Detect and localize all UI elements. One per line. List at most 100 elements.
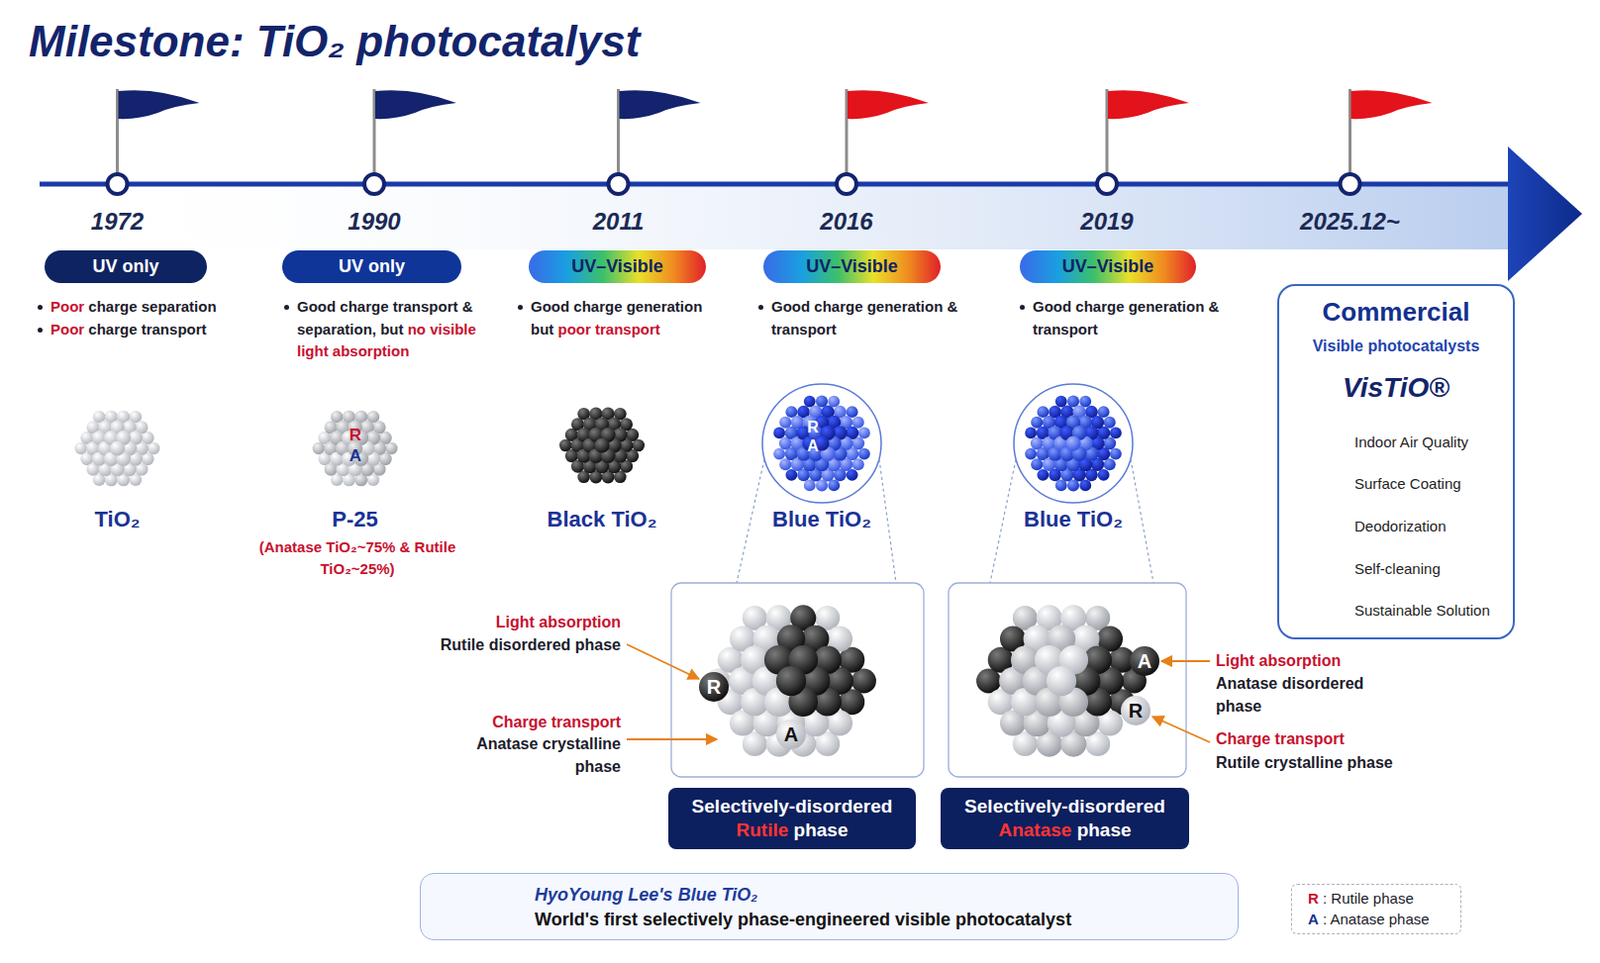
sphere-ball: [1129, 646, 1160, 677]
year-label: 2019: [1080, 207, 1133, 237]
phase-letter: R: [1128, 699, 1143, 723]
bullet-text: Good charge generation & transport: [1032, 296, 1231, 341]
sphere-ball: [1046, 666, 1077, 697]
node-label: UV–Visible: [805, 256, 899, 279]
milestone-flag: [619, 90, 701, 119]
sphere-ball: [1024, 448, 1037, 461]
text-run: Poor: [50, 320, 85, 338]
material-name: Blue TiO₂: [1023, 506, 1123, 533]
bullet-dot: [517, 304, 523, 310]
callout-text: Anatase crystalline phase: [437, 732, 621, 779]
bullet-dot: [37, 304, 43, 310]
phase-box: Selectively-disordered Anatase phase: [940, 788, 1190, 850]
sphere-ball: [1098, 469, 1110, 482]
text-run: charge transport: [84, 320, 206, 338]
panel-text: Visible photocatalysts: [1279, 336, 1513, 356]
sphere-ball: [594, 437, 609, 453]
text-run: phase: [788, 819, 848, 841]
sphere-ball: [803, 480, 816, 493]
bullet-text: Poor charge transport: [50, 318, 207, 342]
sphere-ball: [776, 666, 806, 697]
bullet-dot: [37, 327, 43, 333]
panel-text: Indoor Air Quality: [1354, 433, 1469, 452]
phase-letter: A: [806, 436, 819, 456]
text-run: poor transport: [558, 320, 661, 338]
sphere-ball: [109, 440, 125, 456]
text-run: Selectively-disordered: [692, 796, 894, 817]
year-label: 2016: [819, 207, 873, 237]
composition-note: (Anatase TiO₂~75% & Rutile TiO₂~25%): [258, 536, 457, 581]
callout-title: Light absorption: [496, 612, 621, 632]
text-run: Rutile: [736, 819, 790, 841]
year-label: 1990: [347, 207, 400, 237]
text-run: : Anatase phase: [1318, 910, 1430, 928]
sphere-ball: [1055, 396, 1068, 408]
bullet-text: Good charge transport & separation, but …: [297, 296, 486, 364]
leader-arrow: [1152, 716, 1210, 743]
timeline-dot: [836, 174, 857, 195]
sphere-ball: [1036, 469, 1049, 482]
milestone-flag: [118, 90, 200, 119]
sphere-ball: [827, 396, 840, 408]
callout-title: Charge transport: [492, 712, 621, 732]
callout-text: Rutile crystalline phase: [1215, 751, 1400, 775]
sphere-ball: [1079, 480, 1092, 493]
phase-letter: A: [349, 446, 362, 467]
zoom-line: [879, 459, 897, 584]
sphere-ball: [785, 469, 798, 482]
panel-text: Self-cleaning: [1354, 560, 1441, 579]
node-label: UV–Visible: [571, 256, 664, 279]
spectrum-pill: UV only: [282, 250, 462, 284]
zoom-ring: [762, 384, 882, 503]
phase-letter: R: [349, 425, 362, 446]
bullet-text: Good charge generation & transport: [771, 296, 970, 341]
timeline-arrowhead: [1507, 146, 1583, 282]
page-title: Milestone: TiO₂ photocatalyst: [28, 15, 640, 69]
sphere-ball: [858, 448, 871, 461]
sphere-ball: [858, 426, 871, 439]
milestone-flag: [847, 90, 929, 119]
bullet-text: Good charge generation but poor transpor…: [530, 296, 729, 341]
milestone-flag: [1107, 90, 1190, 119]
timeline-dot: [608, 174, 629, 195]
panel-text: VisTiO®: [1279, 371, 1513, 405]
spectrum-pill: UV–Visible: [763, 250, 941, 284]
zoom-line: [736, 459, 765, 584]
panel-heading: HyoYoung Lee's Blue TiO₂: [534, 885, 758, 907]
phase-letter: A: [784, 722, 799, 747]
year-label: 1972: [91, 207, 144, 237]
zoom-line: [1130, 459, 1154, 584]
sphere-ball: [1065, 435, 1081, 451]
leader-arrow: [1161, 660, 1210, 663]
legend-box: R : Rutile phaseA : Anatase phase: [1291, 884, 1462, 935]
text-run: A: [1307, 910, 1319, 928]
panel-text: Surface Coating: [1354, 475, 1462, 494]
text-run: Anatase: [998, 819, 1072, 841]
callout-title: Charge transport: [1215, 729, 1345, 749]
zoom-ring: [1013, 384, 1133, 503]
node-label: UV only: [92, 256, 159, 279]
sphere-ball: [1120, 696, 1151, 726]
sphere-ball: [1055, 480, 1068, 493]
bullet-dot: [1019, 304, 1025, 310]
phase-letter: R: [806, 417, 819, 437]
sphere-ball: [1079, 396, 1092, 408]
sphere-ball: [1098, 405, 1110, 418]
node-label: Selectively-disordered Rutile phase: [678, 795, 906, 843]
sphere-ball: [846, 405, 859, 418]
text-run: Poor: [50, 298, 85, 315]
milestone-flag: [375, 90, 457, 119]
timeline-dot: [1097, 174, 1117, 195]
phase-letter: R: [706, 675, 721, 700]
zoom-line: [990, 459, 1016, 584]
bullet-text: Poor charge separation: [50, 296, 217, 319]
legend-entry: A : Anatase phase: [1307, 910, 1430, 929]
sphere-ball: [1109, 426, 1122, 439]
sphere-ball: [1109, 448, 1122, 461]
sphere-ball: [803, 396, 816, 408]
phase-letter: A: [1137, 649, 1152, 674]
panel-text: Deodorization: [1354, 517, 1447, 536]
node-label: Selectively-disordered Anatase phase: [950, 795, 1180, 843]
text-run: : Rutile phase: [1318, 890, 1414, 907]
